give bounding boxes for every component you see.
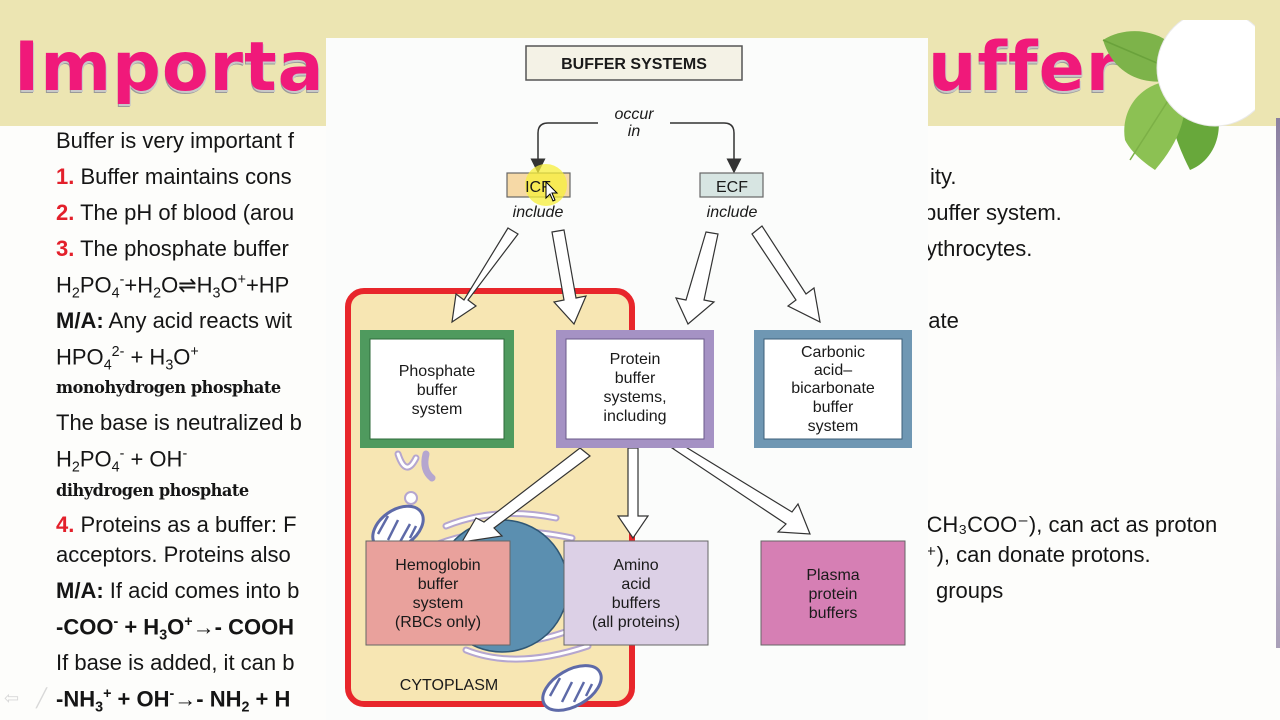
- point-3: 3. The phosphate buffer: [56, 236, 289, 261]
- vesicle: [404, 491, 418, 505]
- include-right-label: include: [707, 204, 758, 221]
- carbonic-line-1: Carbonic: [801, 344, 865, 361]
- carbonic-line-4: buffer: [813, 399, 854, 416]
- mouse-cursor-icon: [545, 180, 559, 202]
- equation-dihydrogen: H2PO4- + OH-: [56, 446, 188, 476]
- plasma-protein-buffer-box[interactable]: [760, 540, 906, 646]
- pen-tool-icon[interactable]: ╱: [36, 688, 47, 708]
- title-box: [525, 45, 743, 81]
- amino-line-4: (all proteins): [592, 614, 680, 631]
- phosphate-line-2: buffer: [417, 382, 458, 399]
- slide-title-left: Importan: [14, 28, 374, 107]
- arrow-icf-phosphate: [451, 227, 519, 324]
- ma-acid-comes-tail: groups: [936, 578, 1004, 603]
- point-4-tail: s (CH₃COO⁻), can act as proton: [902, 512, 1218, 537]
- amino-acid-buffer-box[interactable]: [563, 540, 709, 646]
- ecf-box[interactable]: [699, 172, 764, 198]
- hemoglobin-line-4: (RBCs only): [395, 614, 481, 631]
- icf-label: ICF: [525, 179, 551, 196]
- arrow-ecf-protein: [674, 231, 719, 325]
- carbonic-line-2: acid–: [814, 362, 852, 379]
- point-2: 2. The pH of blood (arou: [56, 200, 295, 225]
- arrow-icf-protein: [551, 229, 588, 326]
- intro-line: Buffer is very important f: [56, 128, 295, 153]
- protein-buffer-box[interactable]: [565, 338, 705, 440]
- amino-line-3: buffers: [612, 595, 661, 612]
- hemoglobin-line-2: buffer: [418, 576, 459, 593]
- arrow-ecf-carbonic: [751, 225, 821, 324]
- hollow-arrows: [451, 225, 821, 543]
- arrow-to-ecf: [670, 122, 742, 174]
- carbonic-line-5: system: [808, 418, 859, 435]
- carbonic-buffer-box[interactable]: [763, 338, 903, 440]
- hemoglobin-line-3: system: [413, 595, 464, 612]
- acceptors-line-tail: ₄⁺), can donate protons.: [916, 542, 1151, 567]
- point-1: 1. Buffer maintains cons: [56, 164, 292, 189]
- protein-line-2: buffer: [615, 370, 656, 387]
- mitochondrion-bottom-cristae: [548, 677, 594, 703]
- ma-acid-comes-line: M/A: If acid comes into b: [56, 578, 300, 603]
- equation-phosphate-equilibrium: H2PO4-+H2O⇌H3O++HP: [56, 272, 290, 302]
- point-2-tail: buffer system.: [924, 200, 1062, 225]
- diagram-title: BUFFER SYSTEMS: [561, 56, 707, 73]
- mitochondrion-cristae: [376, 515, 418, 543]
- arrow-to-icf: [530, 122, 598, 174]
- dihydrogen-label: dihydrogen phosphate: [56, 481, 249, 501]
- slide-nav: ⇦ ╱: [4, 688, 47, 709]
- arrow-protein-plasma: [670, 445, 811, 535]
- monohydrogen-label: monohydrogen phosphate: [56, 378, 281, 398]
- amino-line-2: acid: [621, 576, 650, 593]
- protein-line-4: including: [603, 408, 666, 425]
- point-3-tail: ythrocytes.: [926, 236, 1033, 261]
- base-added-line: If base is added, it can b: [56, 650, 295, 675]
- in-label: in: [628, 123, 641, 140]
- equation-carboxyl: -COO- + H3O+→- COOH: [56, 614, 295, 644]
- carbonic-line-3: bicarbonate: [791, 380, 875, 397]
- point-4: 4. Proteins as a buffer: F: [56, 512, 297, 537]
- ecf-label: ECF: [716, 179, 748, 196]
- previous-slide-icon[interactable]: ⇦: [4, 688, 20, 708]
- hemoglobin-line-1: Hemoglobin: [395, 557, 480, 574]
- phosphate-line-1: Phosphate: [399, 363, 476, 380]
- hemoglobin-buffer-box[interactable]: [365, 540, 511, 646]
- plasma-line-2: protein: [809, 586, 858, 603]
- mitochondrion-bottom: [541, 664, 603, 712]
- window-edge: [1276, 118, 1280, 648]
- protein-line-1: Protein: [610, 351, 661, 368]
- point-1-tail: ity.: [930, 164, 957, 189]
- plasma-line-3: buffers: [809, 605, 858, 622]
- equation-monohydrogen: HPO42- + H3O+: [56, 344, 199, 374]
- buffer-systems-diagram: BUFFER SYSTEMS occur in ICF ECF include …: [326, 38, 928, 720]
- base-neutralized-line: The base is neutralized b: [56, 410, 302, 435]
- occur-label: occur: [614, 106, 654, 123]
- plasma-line-1: Plasma: [806, 567, 859, 584]
- equation-amino: -NH3+ + OH-→- NH2 + H: [56, 686, 291, 716]
- arrow-protein-hemoglobin: [460, 447, 591, 543]
- arrow-protein-amino: [616, 447, 650, 540]
- phosphate-buffer-box[interactable]: [369, 338, 505, 440]
- amino-line-1: Amino: [613, 557, 658, 574]
- acceptors-line: acceptors. Proteins also: [56, 542, 291, 567]
- protein-line-3: systems,: [603, 389, 666, 406]
- slide-title-right: uffer: [928, 28, 1121, 107]
- ma-acid-line: M/A: Any acid reacts wit: [56, 308, 292, 333]
- diagram-canvas: BUFFER SYSTEMS occur in ICF ECF include …: [345, 45, 912, 712]
- include-left-label: include: [513, 204, 564, 221]
- phosphate-line-3: system: [412, 401, 463, 418]
- green-leaves-logo-icon: [1102, 20, 1255, 170]
- cytoplasm-label: CYTOPLASM: [400, 677, 498, 694]
